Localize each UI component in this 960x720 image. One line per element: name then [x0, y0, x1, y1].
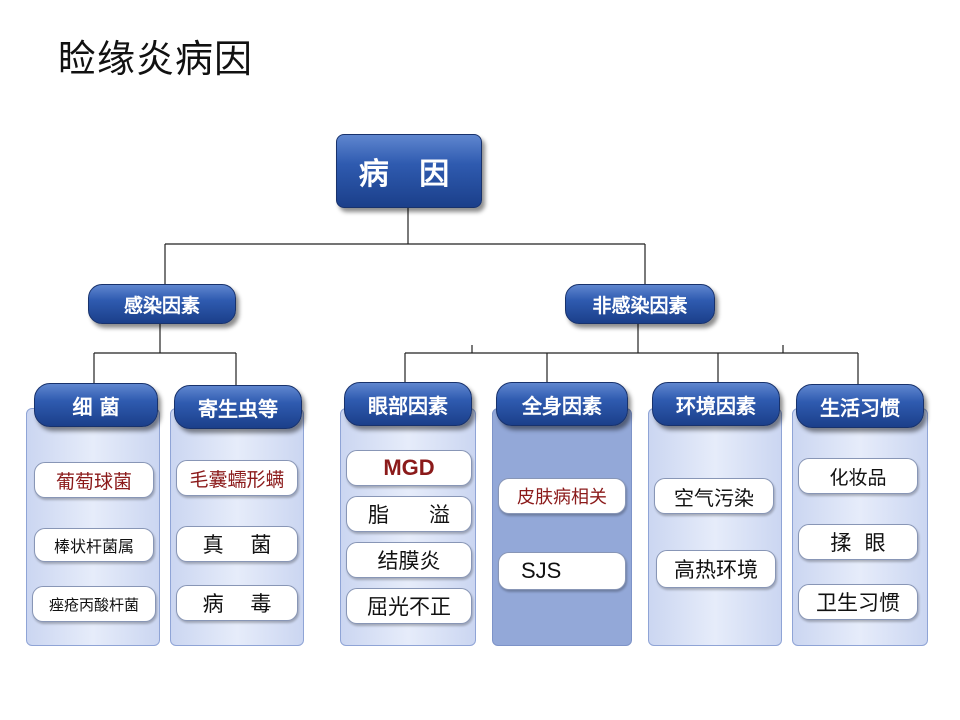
- leaf-high-heat: 高热环境: [656, 550, 776, 588]
- leaf-sjs: SJS: [498, 552, 626, 590]
- leaf-staphylococcus: 葡萄球菌: [34, 462, 154, 498]
- leaf-air-pollution: 空气污染: [654, 478, 774, 514]
- leaf-virus: 病 毒: [176, 585, 298, 621]
- root-node: 病 因: [336, 134, 482, 208]
- leaf-corynebacterium: 棒状杆菌属: [34, 528, 154, 562]
- column-environment: [648, 408, 782, 646]
- leaf-mgd: MGD: [346, 450, 472, 486]
- column-systemic: [492, 408, 632, 646]
- leaf-eye-rubbing: 揉 眼: [798, 524, 918, 560]
- node-eye: 眼部因素: [344, 382, 472, 426]
- node-noninfectious: 非感染因素: [565, 284, 715, 324]
- leaf-fungi: 真 菌: [176, 526, 298, 562]
- node-environment: 环境因素: [652, 382, 780, 426]
- leaf-demodex: 毛囊蠕形螨: [176, 460, 298, 496]
- leaf-conjunctivitis: 结膜炎: [346, 542, 472, 578]
- node-infectious: 感染因素: [88, 284, 236, 324]
- node-systemic: 全身因素: [496, 382, 628, 426]
- leaf-hygiene: 卫生习惯: [798, 584, 918, 620]
- leaf-refractive-error: 屈光不正: [346, 588, 472, 624]
- node-parasites: 寄生虫等: [174, 385, 302, 429]
- leaf-cosmetics: 化妆品: [798, 458, 918, 494]
- leaf-propionibacterium: 痤疮丙酸杆菌: [32, 586, 156, 622]
- node-bacteria: 细 菌: [34, 383, 158, 427]
- leaf-seborrhea: 脂 溢: [346, 496, 472, 532]
- node-habits: 生活习惯: [796, 384, 924, 428]
- page-title: 睑缘炎病因: [58, 37, 254, 81]
- leaf-skin-disease: 皮肤病相关: [498, 478, 626, 514]
